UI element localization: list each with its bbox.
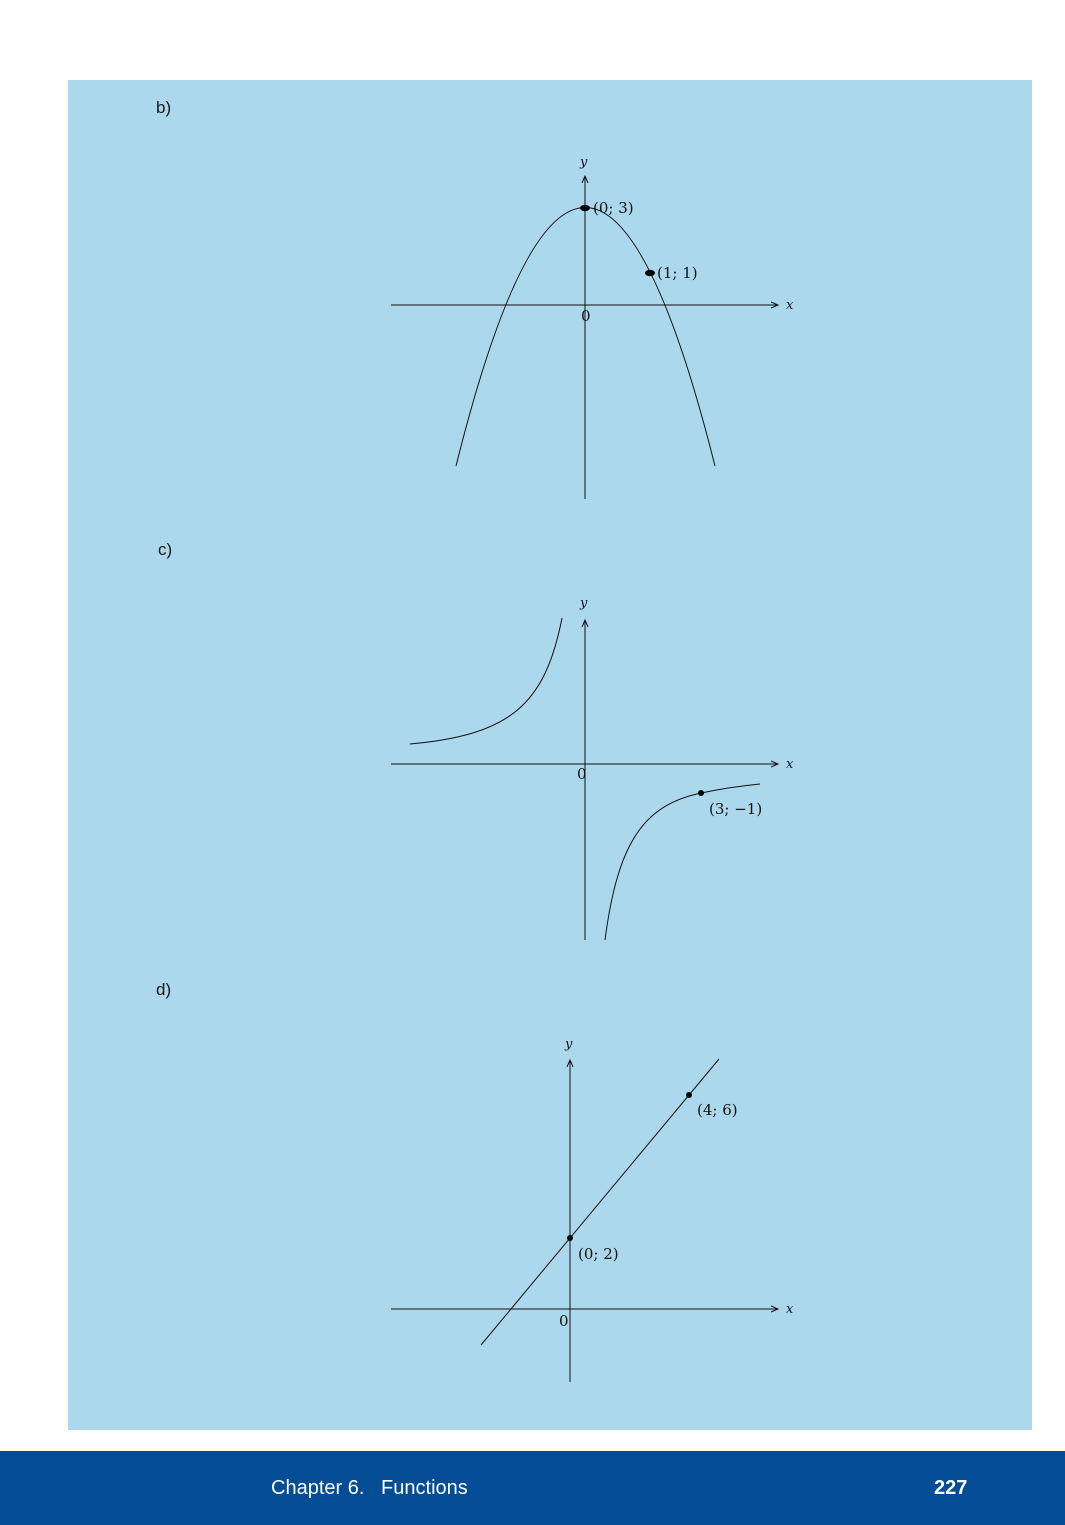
graph-c-point-a-label: (3; −1) [709, 800, 762, 818]
graph-b-point-max [580, 204, 590, 212]
page-footer: Chapter 6. Functions 227 [0, 1451, 1065, 1525]
graph-d-line [480, 1058, 720, 1346]
graph-d-point-a [686, 1092, 692, 1098]
graph-c-point-a [698, 790, 704, 796]
graph-b-point-b-label: (1; 1) [657, 264, 698, 282]
graph-b-y-label: y [579, 155, 588, 170]
graph-c-hyperbola-right [604, 783, 761, 941]
page-number: 227 [934, 1477, 968, 1499]
graph-d-point-b-label: (0; 2) [578, 1245, 619, 1263]
graph-b-x-label: x [786, 298, 794, 313]
graph-b-origin-label: 0 [581, 307, 591, 325]
graph-d-origin-label: 0 [559, 1312, 569, 1330]
graph-c-hyperbola-left [409, 617, 563, 745]
graph-b-point-b [645, 269, 655, 277]
graph-d-x-label: x [786, 1302, 794, 1317]
graph-b-point-max-label: (0; 3) [593, 199, 634, 217]
graph-d-point-b [567, 1235, 573, 1241]
graph-c-y-label: y [579, 596, 588, 611]
chapter-title: Chapter 6. Functions [271, 1477, 468, 1499]
graph-d-point-a-label: (4; 6) [697, 1101, 738, 1119]
graph-c-origin-label: 0 [577, 765, 587, 783]
graph-d-y-label: y [564, 1037, 573, 1052]
part-b-label: b) [156, 98, 172, 117]
graph-c-x-label: x [786, 757, 794, 772]
part-c-label: c) [158, 540, 173, 559]
part-d-label: d) [156, 980, 172, 999]
